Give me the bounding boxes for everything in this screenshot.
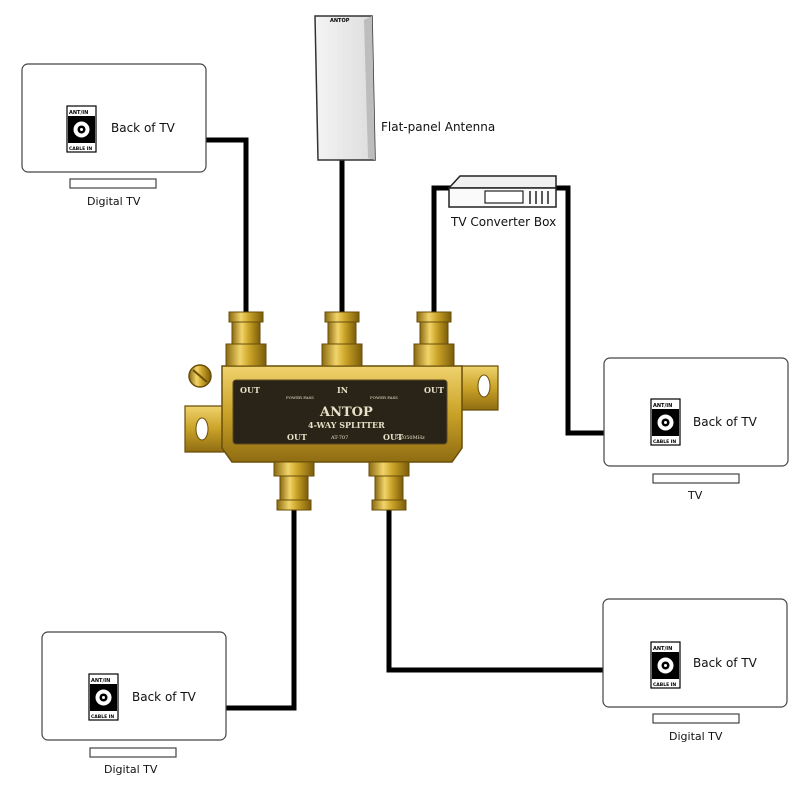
cable-converter-in — [431, 185, 454, 318]
jack-label-top: ANT/IN — [653, 403, 672, 409]
jack-label-bottom: CABLE IN — [653, 439, 676, 445]
coax-jack: ANT/IN CABLE IN — [650, 641, 681, 689]
jack-label-bottom: CABLE IN — [69, 146, 92, 152]
port-out-label-bottom-left: OUT — [287, 432, 307, 442]
coax-jack: ANT/IN CABLE IN — [650, 398, 681, 446]
tv-screen — [603, 357, 789, 467]
tv-bottom-left: ANT/IN CABLE IN Back of TV — [41, 631, 227, 758]
port-out-label-left: OUT — [240, 385, 260, 395]
coax-jack: ANT/IN CABLE IN — [66, 105, 97, 153]
back-of-tv-label: Back of TV — [132, 690, 197, 704]
port-in-label: IN — [337, 385, 348, 395]
tv-screen — [602, 598, 788, 708]
connector-out-bottom-right — [368, 461, 410, 511]
tv-stand — [89, 747, 177, 758]
tv-stand — [652, 473, 740, 484]
jack-label-top: ANT/IN — [653, 646, 672, 652]
antenna-label: Flat-panel Antenna — [381, 120, 495, 134]
tv-top-left: ANT/IN CABLE IN Back of TV — [21, 63, 207, 189]
tv-right: ANT/IN CABLE IN Back of TV — [603, 357, 789, 484]
connector-out-top-right — [413, 311, 455, 367]
connector-out-bottom-left — [273, 461, 315, 511]
jack-label-top: ANT/IN — [69, 110, 88, 116]
tv-bottom-right: ANT/IN CABLE IN Back of TV — [602, 598, 788, 724]
flat-panel-antenna: ANTOP — [314, 15, 376, 161]
antenna-brand: ANTOP — [330, 18, 350, 24]
tv-screen — [41, 631, 227, 741]
tv-stand — [652, 713, 740, 724]
coax-jack: ANT/IN CABLE IN — [88, 673, 119, 721]
jack-label-bottom: CABLE IN — [653, 682, 676, 688]
splitter-model: AT-707 — [330, 435, 348, 441]
splitter-brand: ANTOP — [319, 405, 373, 420]
connector-in — [321, 311, 363, 367]
port-out-label-right: OUT — [424, 385, 444, 395]
cable-bottom-right-tv — [386, 498, 660, 673]
back-of-tv-label: Back of TV — [693, 415, 758, 429]
jack-label-bottom: CABLE IN — [91, 714, 114, 720]
tv-screen — [21, 63, 207, 173]
antop-splitter: OUT IN OUT POWER PASS POWER PASS ANTOP 4… — [184, 311, 499, 511]
tv-caption: Digital TV — [87, 195, 141, 208]
splitter-name: 4-WAY SPLITTER — [308, 420, 385, 430]
tv-caption: Digital TV — [669, 730, 723, 743]
converter-label: TV Converter Box — [450, 215, 556, 229]
tv-caption: TV — [687, 489, 703, 502]
tv-converter-box — [447, 175, 557, 208]
tv-caption: Digital TV — [104, 763, 158, 776]
port-out-label-bottom-right: OUT — [383, 432, 403, 442]
power-pass-right: POWER PASS — [370, 395, 398, 400]
jack-label-top: ANT/IN — [91, 678, 110, 684]
back-of-tv-label: Back of TV — [111, 121, 176, 135]
back-of-tv-label: Back of TV — [693, 656, 758, 670]
power-pass-left: POWER PASS — [286, 395, 314, 400]
splitter-freq: 5-2050MHz — [395, 435, 425, 441]
tv-stand — [69, 178, 157, 189]
connector-out-top-left — [225, 311, 267, 367]
